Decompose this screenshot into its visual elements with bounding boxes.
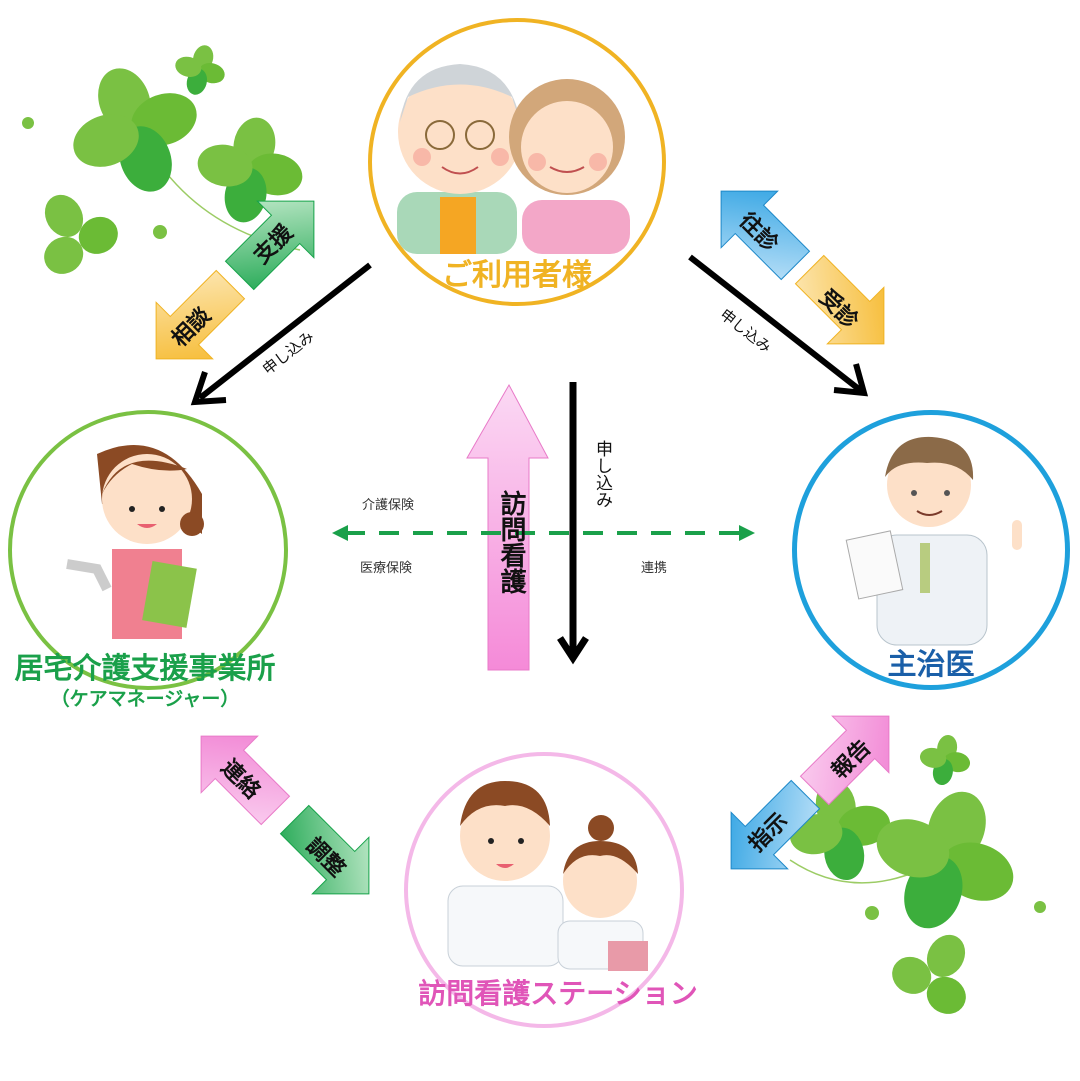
consult-arrow: [155, 269, 246, 360]
nursing-station-node: [404, 752, 684, 1028]
instruction-arrow: [730, 779, 821, 870]
application-down-label: 申し込み: [592, 440, 612, 508]
contact-arrow: [200, 735, 291, 826]
report-arrow: [799, 715, 890, 806]
user-label: ご利用者様: [442, 258, 592, 293]
care-manager-illustration-icon: [66, 445, 204, 639]
visiting-nursing-arrow: [466, 383, 549, 671]
doctor-illustration-icon: [845, 436, 1022, 646]
application-arrow-left: [190, 262, 372, 406]
adjust-arrow: [279, 804, 370, 895]
support-arrow: [224, 200, 315, 291]
care-manager-label: 居宅介護支援事業所: [14, 651, 276, 685]
care-manager-node: [8, 410, 288, 690]
nursing-station-label: 訪問看護ステーション: [418, 977, 698, 1010]
clover-icon: [781, 730, 1046, 1021]
application-arrow-down: [557, 382, 589, 665]
elderly-couple-illustration-icon: [397, 64, 630, 254]
user-node: ご利用者様: [368, 18, 666, 306]
visiting-nursing-label: 訪問看護: [496, 490, 526, 594]
application-arrow-right: [688, 254, 869, 397]
consultation-arrow: [794, 254, 885, 345]
long-term-care-insurance-label: 介護保険: [362, 498, 415, 513]
nurses-illustration-icon: [447, 781, 648, 971]
cooperation-label: 連携: [641, 561, 668, 576]
medical-insurance-label: 医療保険: [360, 561, 413, 576]
care-manager-sublabel: （ケアマネージャー）: [50, 688, 240, 710]
house-call-arrow: [720, 190, 811, 281]
cooperation-dashed-arrow: [332, 525, 755, 541]
doctor-node: 主治医: [792, 410, 1070, 690]
doctor-label: 主治医: [887, 647, 975, 681]
